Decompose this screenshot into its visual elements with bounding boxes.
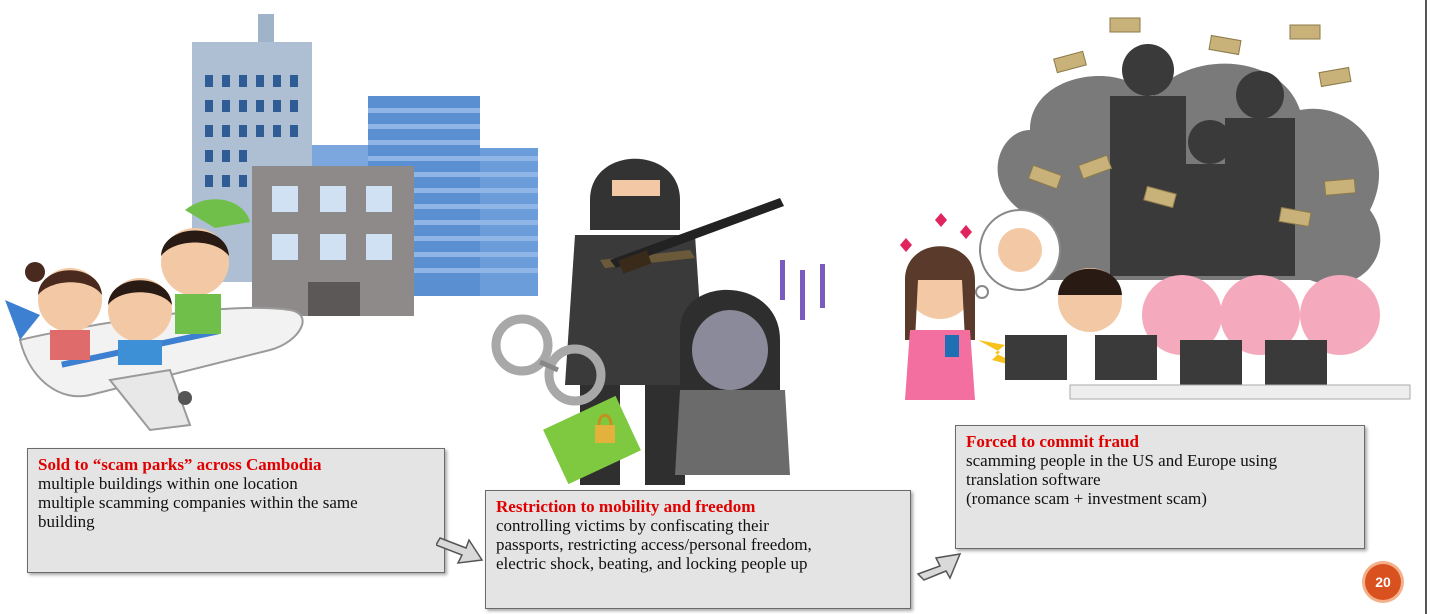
thought-bubble-icon [975, 209, 1061, 299]
step-2-line-3: electric shock, beating, and locking peo… [496, 554, 808, 573]
crying-victim-icon [675, 260, 825, 475]
slide-right-border [1425, 0, 1427, 614]
banknotes-icon [1027, 17, 1357, 228]
shadow-bosses-icon [1110, 44, 1295, 276]
step-1-line-2: multiple scamming companies within the s… [38, 493, 358, 512]
buildings-airplane-illustration [5, 14, 538, 432]
page-number-badge: 20 [1365, 564, 1401, 600]
step-1-line-1: multiple buildings within one location [38, 474, 298, 493]
step-1-box: Sold to “scam parks” across Cambodia mul… [27, 448, 445, 573]
step-3-title: Forced to commit fraud [966, 432, 1139, 451]
handcuffs-icon [491, 314, 606, 406]
step-2-box: Restriction to mobility and freedom cont… [485, 490, 911, 609]
step-3-line-2: translation software [966, 470, 1101, 489]
romance-victim-icon [900, 213, 975, 400]
step-3-line-3: (romance scam + investment scam) [966, 489, 1207, 508]
step-1-title: Sold to “scam parks” across Cambodia [38, 455, 322, 474]
step-2-line-1: controlling victims by confiscating thei… [496, 516, 769, 535]
step-2-title: Restriction to mobility and freedom [496, 497, 756, 516]
arrow-step-1-to-2-icon [436, 537, 484, 564]
fraud-illustration [900, 17, 1411, 400]
pigs-at-laptops-icon [1005, 268, 1411, 400]
grey-building-icon [252, 166, 414, 316]
confinement-illustration [491, 158, 825, 485]
arrow-step-2-to-3-icon [916, 553, 962, 581]
step-3-line-1: scamming people in the US and Europe usi… [966, 451, 1278, 470]
step-3-box: Forced to commit fraud scamming people i… [955, 425, 1365, 549]
passport-lock-icon [543, 395, 641, 485]
step-2-line-2: passports, restricting access/personal f… [496, 535, 812, 554]
step-1-line-3: building [38, 512, 95, 531]
rifle-icon [610, 198, 784, 274]
children-icon [25, 199, 250, 365]
